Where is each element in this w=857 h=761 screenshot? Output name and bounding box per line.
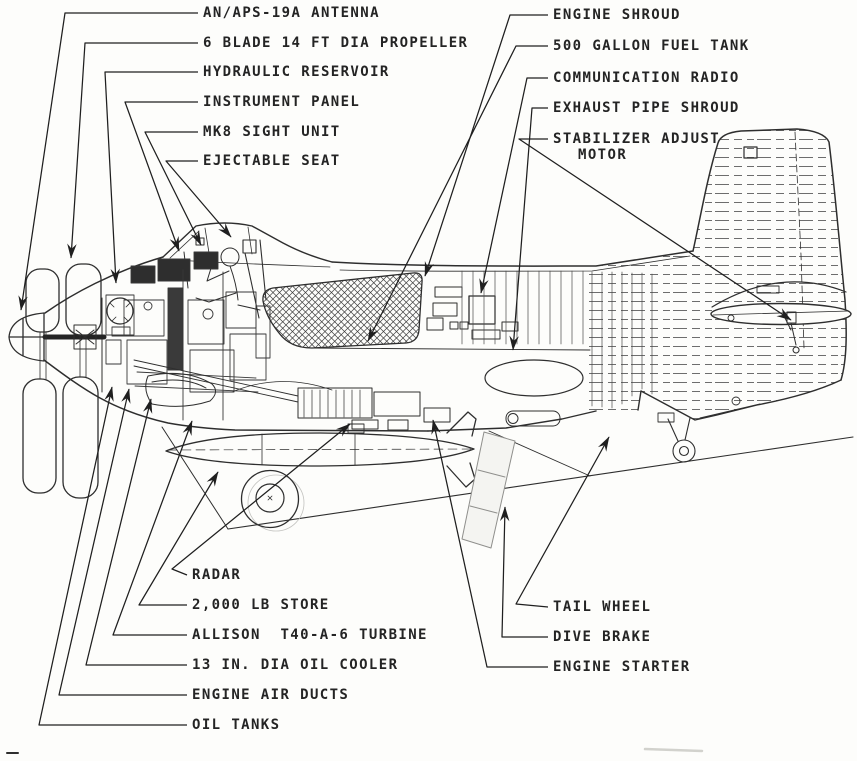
callout-mk8-sight-unit: MK8 SIGHT UNIT <box>203 124 341 140</box>
leader-store <box>138 471 219 606</box>
leader-communication-radio <box>479 77 548 294</box>
leader-exhaust-shroud <box>509 107 548 351</box>
callout-oil-tanks: OIL TANKS <box>192 717 281 733</box>
fuel-tank-hatched <box>262 272 423 349</box>
landing-gear-wheel <box>240 469 305 532</box>
canopy <box>162 222 333 263</box>
dive-brake <box>461 431 516 549</box>
fuselage-ribs <box>461 270 653 409</box>
wing-tip-line <box>227 436 854 530</box>
avionics-boxes <box>426 286 519 340</box>
propeller-blade <box>62 376 99 499</box>
rudder-hinge-line <box>794 131 805 349</box>
engine-machinery <box>105 251 271 421</box>
tail-fin <box>588 129 847 420</box>
propeller-hub <box>73 324 97 350</box>
leader-hydraulic-reservoir <box>104 71 198 284</box>
tail-fin-outline <box>692 128 847 381</box>
engine-starter-unit <box>423 407 451 423</box>
callout-tail-wheel: TAIL WHEEL <box>553 599 652 615</box>
stabilizer-upper-arc <box>711 281 847 308</box>
callout-instrument-panel: INSTRUMENT PANEL <box>203 94 361 110</box>
leader-dive-brake <box>499 506 548 638</box>
propeller-blade <box>65 263 102 336</box>
tail-skid <box>699 396 761 419</box>
callout-stabilizer-adjust: STABILIZER ADJUST <box>553 131 721 147</box>
leader-stabilizer-motor <box>518 138 792 321</box>
callout-2000-lb-store: 2,000 LB STORE <box>192 597 330 613</box>
stabilizer-hinge <box>727 314 735 322</box>
leader-propeller <box>67 42 198 259</box>
callout-ejectable-seat: EJECTABLE SEAT <box>203 153 341 169</box>
leader-tail-wheel <box>515 436 610 608</box>
callout-propeller: 6 BLADE 14 FT DIA PROPELLER <box>203 35 469 51</box>
leader-engine-shroud <box>424 14 548 277</box>
callout-oil-cooler: 13 IN. DIA OIL COOLER <box>192 657 399 673</box>
hydraulic-reservoir <box>106 297 134 325</box>
callout-communication-radio: COMMUNICATION RADIO <box>553 70 740 86</box>
callout-500-gallon-fuel-tank: 500 GALLON FUEL TANK <box>553 38 750 54</box>
callout-engine-shroud: ENGINE SHROUD <box>553 7 681 23</box>
lower-longeron <box>309 347 591 351</box>
allison-turbine <box>133 359 451 431</box>
scan-mark-bottom-right <box>643 747 704 753</box>
callout-hydraulic-reservoir: HYDRAULIC RESERVOIR <box>203 64 390 80</box>
callout-dive-brake: DIVE BRAKE <box>553 629 652 645</box>
leader-oil-tanks <box>38 386 187 726</box>
callout-an-aps-19a-antenna: AN/APS-19A ANTENNA <box>203 5 380 21</box>
store-fin <box>446 462 476 488</box>
nose-bottom-outline <box>43 359 429 432</box>
wing-leading-edge <box>161 426 229 530</box>
leader-fuel-tank <box>367 45 548 342</box>
leader-oil-cooler <box>85 398 187 666</box>
leader-air-ducts <box>58 388 187 696</box>
leader-engine-starter <box>431 419 548 668</box>
store-fin <box>446 411 477 437</box>
fuselage-spine <box>331 250 694 267</box>
pilot-figure <box>195 247 240 303</box>
stabilizer-fairing-box <box>756 285 780 294</box>
engine-air-duct <box>145 372 216 407</box>
propeller-blade <box>22 378 57 494</box>
leader-turbine <box>112 420 193 636</box>
callout-allison-turbine: ALLISON T40-A-6 TURBINE <box>192 627 428 643</box>
nose-top-outline <box>44 256 164 314</box>
tail-wheel <box>657 412 696 463</box>
lower-fuselage-outline <box>427 410 597 432</box>
external-store <box>165 411 477 488</box>
propeller-blade <box>25 268 60 333</box>
leader-instrument-panel <box>124 101 198 252</box>
leader-antenna <box>18 12 198 311</box>
callout-radar: RADAR <box>192 567 242 583</box>
leader-ejectable-seat <box>165 160 232 238</box>
leader-lines <box>18 12 792 726</box>
fuselage-spine-inner <box>339 255 691 272</box>
exhaust-pipe <box>505 410 561 427</box>
fin-top-access-panel <box>743 146 758 159</box>
callout-stabilizer-adjust-motor-line2: MOTOR <box>578 147 628 163</box>
propeller-blades <box>22 263 102 499</box>
leader-mk8-sight <box>144 131 202 246</box>
callout-engine-starter: ENGINE STARTER <box>553 659 691 675</box>
callout-exhaust-pipe-shroud: EXHAUST PIPE SHROUD <box>553 100 740 116</box>
callout-engine-air-ducts: ENGINE AIR DUCTS <box>192 687 350 703</box>
aft-fuel-cell <box>484 359 584 397</box>
leader-radar <box>171 423 351 576</box>
